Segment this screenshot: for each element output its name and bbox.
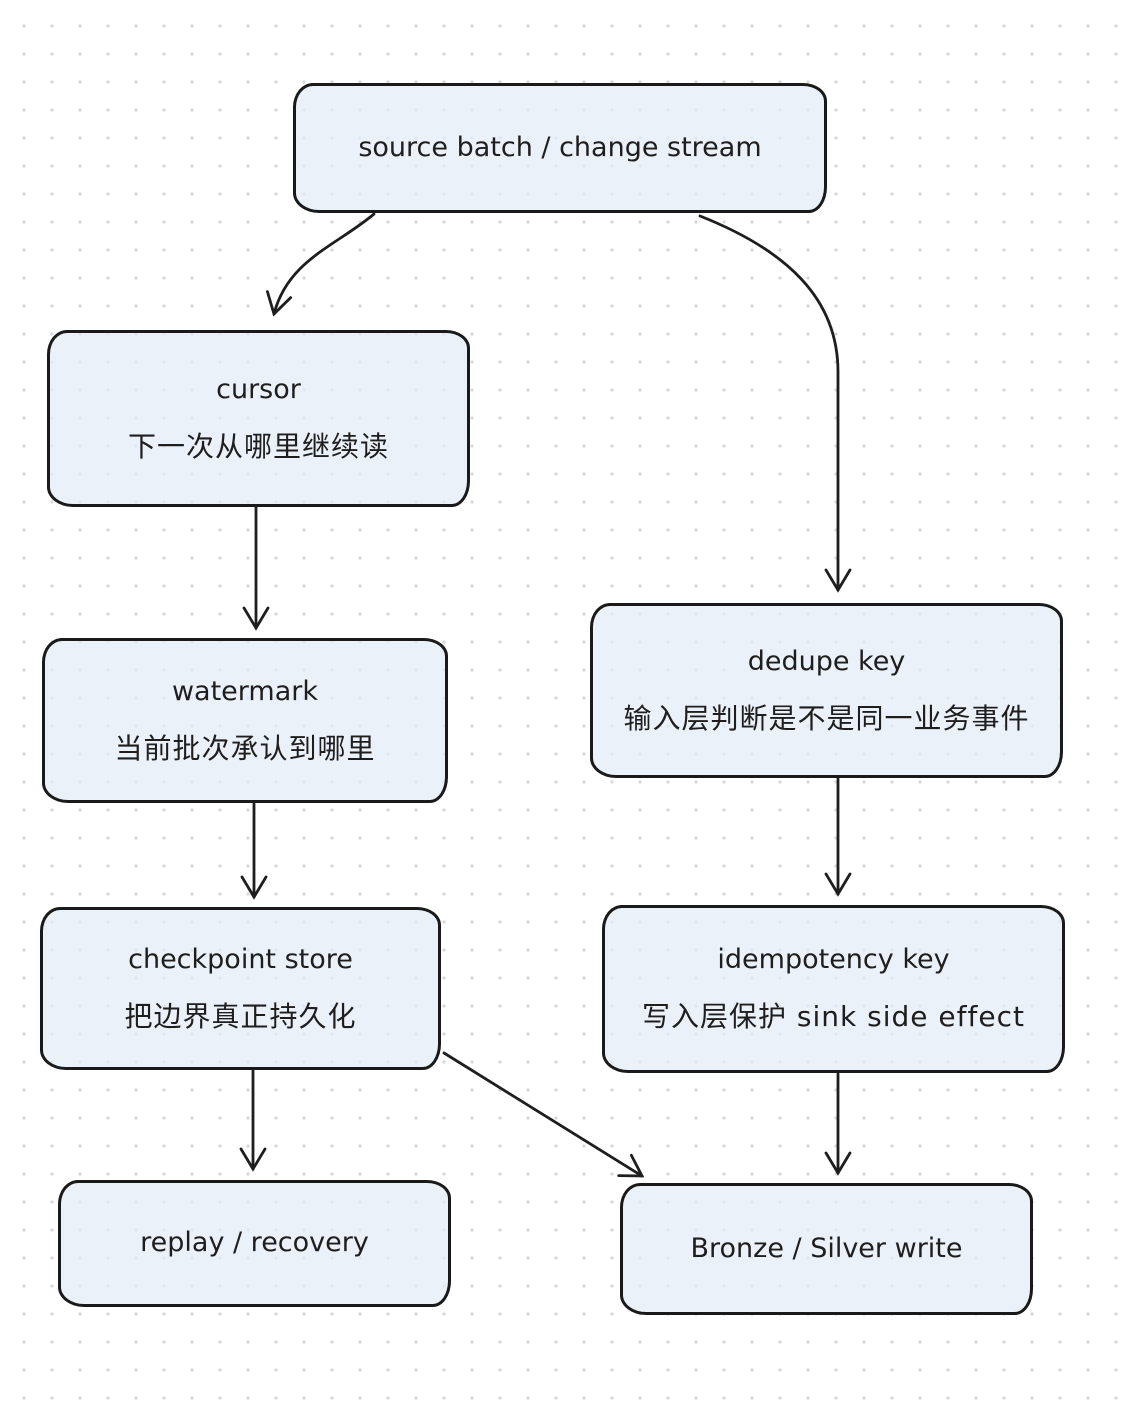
edge-checkpoint-to-bronze[interactable] xyxy=(442,1051,645,1178)
node-title: cursor xyxy=(216,373,301,405)
node-watermark[interactable]: watermark 当前批次承认到哪里 xyxy=(42,638,448,803)
node-checkpoint-store[interactable]: checkpoint store 把边界真正持久化 xyxy=(40,907,441,1070)
node-title: dedupe key xyxy=(747,645,906,677)
node-subtitle: 当前批次承认到哪里 xyxy=(114,731,376,765)
node-title: Bronze / Silver write xyxy=(690,1232,963,1264)
node-subtitle: 输入层判断是不是同一业务事件 xyxy=(623,701,1030,735)
node-subtitle: 下一次从哪里继续读 xyxy=(127,429,389,463)
node-subtitle: 把边界真正持久化 xyxy=(124,999,357,1033)
edge-source-to-cursor[interactable] xyxy=(266,212,376,317)
node-dedupe-key[interactable]: dedupe key 输入层判断是不是同一业务事件 xyxy=(590,603,1063,778)
node-title: source batch / change stream xyxy=(358,131,762,163)
node-title: replay / recovery xyxy=(140,1227,369,1259)
node-replay-recovery[interactable]: replay / recovery xyxy=(58,1180,451,1307)
node-bronze-silver-write[interactable]: Bronze / Silver write xyxy=(620,1183,1033,1315)
edge-source-to-dedupe[interactable] xyxy=(698,214,852,593)
node-subtitle: 写入层保护 sink side effect xyxy=(642,1000,1025,1034)
node-title: watermark xyxy=(171,675,319,707)
node-title: idempotency key xyxy=(717,944,950,975)
node-source-batch[interactable]: source batch / change stream xyxy=(293,83,827,213)
node-idempotency-key[interactable]: idempotency key 写入层保护 sink side effect xyxy=(602,905,1065,1073)
node-cursor[interactable]: cursor 下一次从哪里继续读 xyxy=(47,330,470,507)
node-title: checkpoint store xyxy=(128,943,353,975)
